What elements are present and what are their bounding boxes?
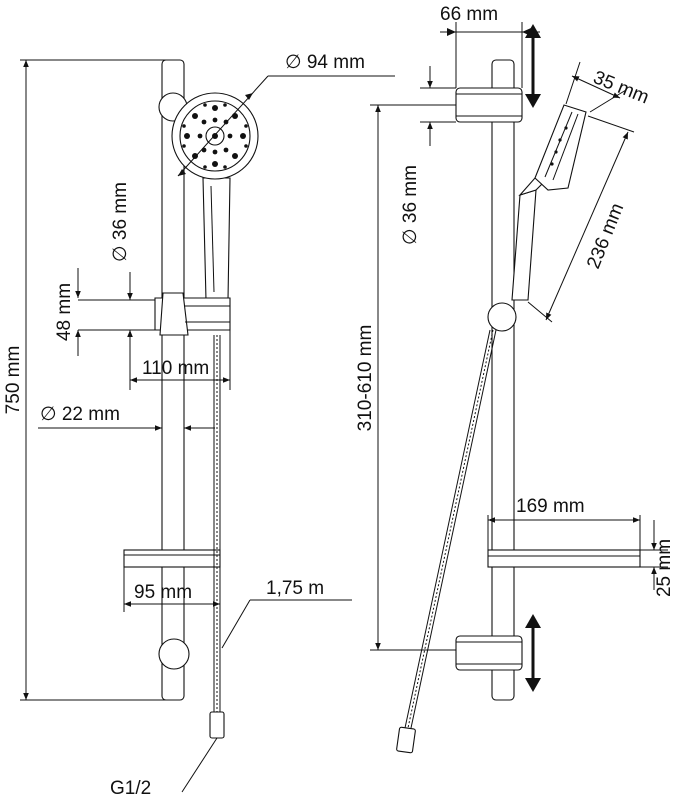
head-thickness-dimension: 35 mm [565, 61, 652, 113]
handset-length-dimension: 236 mm [527, 115, 635, 323]
holder-height-dimension: 48 mm [54, 268, 81, 356]
bottom-wall-bracket [158, 638, 190, 670]
front-view: 750 mm [3, 52, 395, 799]
head-diameter-dimension: ∅ 94 mm [177, 52, 395, 177]
overall-height-dimension: 750 mm [3, 59, 178, 701]
shelf-height-label: 25 mm [654, 539, 675, 597]
bracket-depth-label: 66 mm [440, 4, 498, 25]
side-bottom-bracket [370, 635, 523, 671]
holder-height-label: 48 mm [54, 283, 75, 341]
handset-handle [202, 177, 231, 301]
holder-diameter-label: ∅ 36 mm [110, 182, 131, 262]
shelf-height-dimension: 25 mm [640, 520, 675, 597]
hose-length-label: 1,75 m [266, 578, 324, 599]
side-top-bracket [455, 87, 523, 123]
connection-callout: G1/2 [110, 737, 218, 799]
side-hose [396, 329, 497, 754]
move-arrows-bottom [525, 614, 541, 692]
shower-head [171, 92, 259, 180]
head-diameter-label: ∅ 94 mm [285, 52, 365, 73]
soap-shelf [123, 549, 221, 568]
front-hose [209, 335, 225, 739]
connection-label: G1/2 [110, 778, 151, 799]
holder-diameter-dimension: ∅ 36 mm [78, 182, 155, 355]
rail-diameter-dimension: ∅ 22 mm [38, 404, 215, 431]
sliding-holder [154, 292, 231, 336]
side-shelf [487, 549, 641, 568]
side-view: 66 mm ∅ 36 mm 310-610 mm [355, 4, 675, 754]
rail-diameter-label: ∅ 22 mm [40, 404, 120, 425]
bracket-depth-dimension: 66 mm [440, 4, 540, 88]
holder-projection-label: 110 mm [142, 358, 209, 379]
side-holder-diameter-dimension: ∅ 36 mm [400, 66, 456, 245]
hose-length-callout: 1,75 m [221, 578, 352, 649]
side-holder-diameter-label: ∅ 36 mm [400, 165, 421, 245]
shelf-depth-label: 169 mm [516, 496, 585, 517]
shelf-width-label: 95 mm [134, 582, 192, 603]
overall-height-label: 750 mm [3, 346, 24, 415]
handset-length-label: 236 mm [583, 200, 628, 272]
head-thickness-label: 35 mm [590, 67, 652, 108]
adjust-range-label: 310-610 mm [355, 325, 376, 432]
move-arrows-top [525, 24, 541, 108]
shelf-depth-dimension: 169 mm [487, 496, 641, 550]
side-rail [491, 59, 515, 701]
holder-projection-dimension: 110 mm [129, 330, 231, 390]
